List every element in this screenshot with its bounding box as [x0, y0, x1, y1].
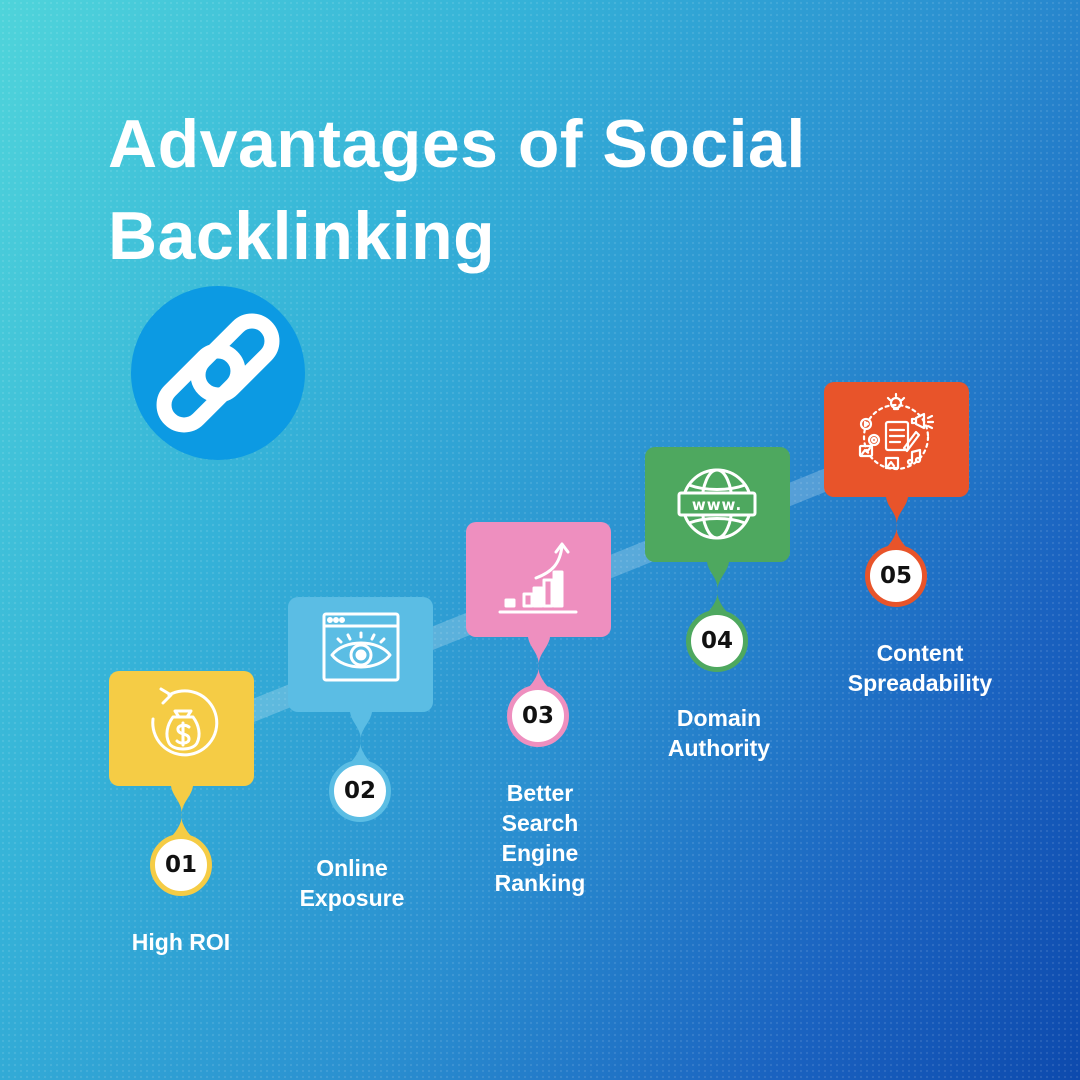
browser-eye-icon — [322, 612, 400, 682]
step-01-label: High ROI — [131, 929, 231, 955]
page-title: Advantages of Social Backlinking — [108, 98, 806, 282]
svg-text:www.: www. — [692, 496, 742, 514]
title-line-2: Backlinking — [108, 198, 496, 274]
step-01-number: 01 — [150, 834, 212, 896]
step-02-connector — [348, 712, 373, 765]
content-marketing-icon — [858, 392, 935, 471]
step-01-card — [109, 671, 254, 786]
step-05-number: 05 — [865, 545, 927, 607]
money-bag-cycle-icon — [151, 687, 219, 757]
step-04-number: 04 — [686, 610, 748, 672]
link-chain-badge — [131, 286, 305, 460]
step-03-number: 03 — [507, 685, 569, 747]
step-03-connector — [526, 637, 551, 690]
step-02-label: Online Exposure — [299, 855, 405, 911]
step-02-number: 02 — [329, 760, 391, 822]
step-03-label: Better Search Engine Ranking — [494, 780, 586, 896]
step-04-connector — [705, 562, 730, 615]
step-02-card — [288, 597, 433, 712]
step-03-card — [466, 522, 611, 637]
link-chain-icon — [156, 313, 280, 433]
title-line-1: Advantages of Social — [108, 106, 806, 182]
step-05-connector — [884, 497, 909, 550]
step-04-card: www. — [645, 447, 790, 562]
globe-www-icon: www. — [677, 468, 757, 540]
step-01-connector — [169, 786, 194, 839]
step-05-card — [824, 382, 969, 497]
step-05-label: Content Spreadability — [847, 640, 993, 696]
growth-bar-chart-icon — [498, 542, 578, 614]
step-04-label: Domain Authority — [667, 705, 771, 761]
